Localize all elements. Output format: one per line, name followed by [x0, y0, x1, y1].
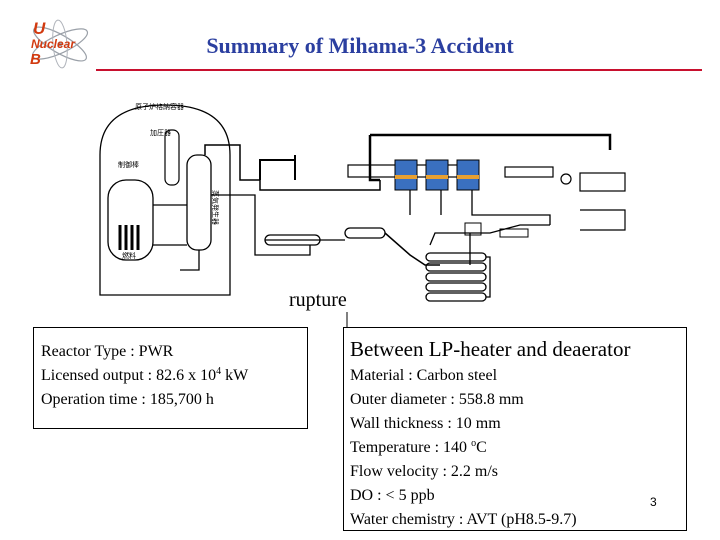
reactor-type: Reactor Type : PWR [41, 343, 174, 360]
pipe-temperature: Temperature : 140 oC [350, 438, 487, 457]
pipe-wall-thickness: Wall thickness : 10 mm [350, 415, 501, 432]
containment-vessel [99, 104, 231, 296]
logo-letter-u: U [33, 19, 46, 38]
label-containment: 原子炉格納容器 [135, 102, 184, 111]
page-number: 3 [650, 495, 657, 509]
reactor-info-box: Reactor Type : PWR Licensed output : 82.… [33, 327, 308, 429]
pipe-location-heading: Between LP-heater and deaerator [350, 337, 631, 361]
pipe-outer-diameter: Outer diameter : 558.8 mm [350, 391, 524, 408]
title-underline [96, 69, 702, 71]
rupture-label: rupture [289, 289, 347, 311]
licensed-output: Licensed output : 82.6 x 104 kW [41, 366, 249, 385]
pipe-info-box: Between LP-heater and deaerator Material… [343, 327, 687, 531]
label-steam-generator: 蒸気発生器 [211, 190, 220, 225]
label-pressurizer: 加圧器 [150, 128, 171, 137]
control-rods [118, 225, 140, 250]
operation-time: Operation time : 185,700 h [41, 391, 214, 408]
atom-icon [31, 19, 89, 69]
rupture-pipe [384, 232, 440, 266]
pipe-material: Material : Carbon steel [350, 367, 498, 384]
pipe-dissolved-oxygen: DO : < 5 ppb [350, 487, 435, 504]
logo-word-nuclear: Nuclear [31, 37, 76, 51]
pressurizer [164, 129, 180, 186]
plant-schematic: 原子炉格納容器 加圧器 制御棒 蒸気発生器 燃料 [99, 102, 626, 302]
pipe-water-chemistry: Water chemistry : AVT (pH8.5-9.7) [350, 511, 577, 528]
pipe-flow-velocity: Flow velocity : 2.2 m/s [350, 463, 498, 480]
logo: U Nuclear B [26, 18, 96, 70]
label-control-rod: 制御棒 [118, 160, 139, 169]
page-title: Summary of Mihama-3 Accident [206, 33, 514, 58]
reactor-vessel [107, 179, 154, 261]
logo-letter-b: B [30, 51, 41, 68]
label-fuel: 燃料 [122, 251, 136, 260]
